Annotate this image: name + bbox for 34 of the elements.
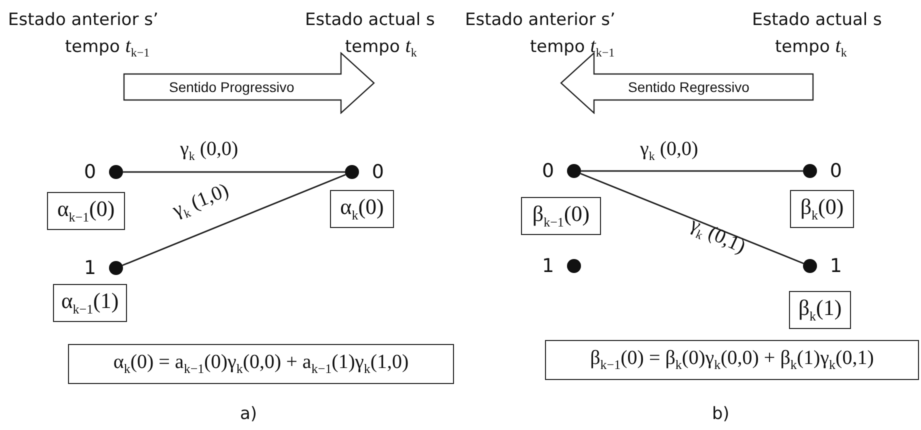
trellis-branch (581, 170, 803, 172)
time-label: tempo t$_{k}$ (345, 36, 417, 62)
direction-label: Sentido Regressivo (628, 78, 750, 96)
backward-metric-box: β$_{k}$(1) (789, 291, 851, 329)
forward-metric-box: α$_{k−1}$(1) (53, 284, 127, 322)
state-heading: Estado anterior s’ (8, 10, 158, 30)
trellis-branch (580, 172, 804, 264)
time-label: tempo t$_{k−1}$ (530, 36, 615, 62)
state-heading: Estado anterior s’ (465, 10, 616, 30)
backward-metric-box: β$_{k−1}$(0) (521, 197, 601, 235)
state-heading: Estado actual s (305, 10, 435, 30)
panel-label: b) (712, 404, 730, 424)
forward-metric-box: α$_{k−1}$(0) (47, 192, 125, 230)
state-number: 0 (542, 160, 554, 182)
backward-metric-box: β$_{k}$(0) (790, 190, 854, 228)
trellis-branch (122, 174, 346, 266)
edge-label: γ$_{k}$ (1,0) (170, 179, 233, 224)
time-label: tempo t$_{k}$ (775, 36, 847, 62)
forward-metric-box: α$_{k}$(0) (330, 190, 394, 228)
state-heading: Estado actual s (752, 10, 882, 30)
state-number: 0 (84, 161, 96, 183)
edge-label: γ$_{k}$ (0,0) (180, 138, 238, 165)
panel-label: a) (240, 404, 258, 424)
state-number: 0 (372, 161, 384, 183)
state-number: 1 (84, 257, 96, 279)
direction-label: Sentido Progressivo (169, 78, 294, 96)
state-number: 1 (830, 255, 842, 277)
time-label: tempo t$_{k−1}$ (65, 36, 150, 62)
state-number: 1 (542, 255, 554, 277)
equation-box: α$_{k}$(0) = a$_{k−1}$(0)γ$_{k}$(0,0) + a$_{k−1}$(1)γ$_{k}$(1,0) (68, 344, 454, 384)
edge-label: γ$_{k}$ (0,0) (640, 138, 698, 165)
trellis-branch (123, 171, 345, 173)
equation-box: β$_{k−1}$(0) = β$_{k}$(0)γ$_{k}$(0,0) + β$_{k}$(1)γ$_{k}$(0,1) (545, 340, 919, 380)
state-number: 0 (830, 160, 842, 182)
